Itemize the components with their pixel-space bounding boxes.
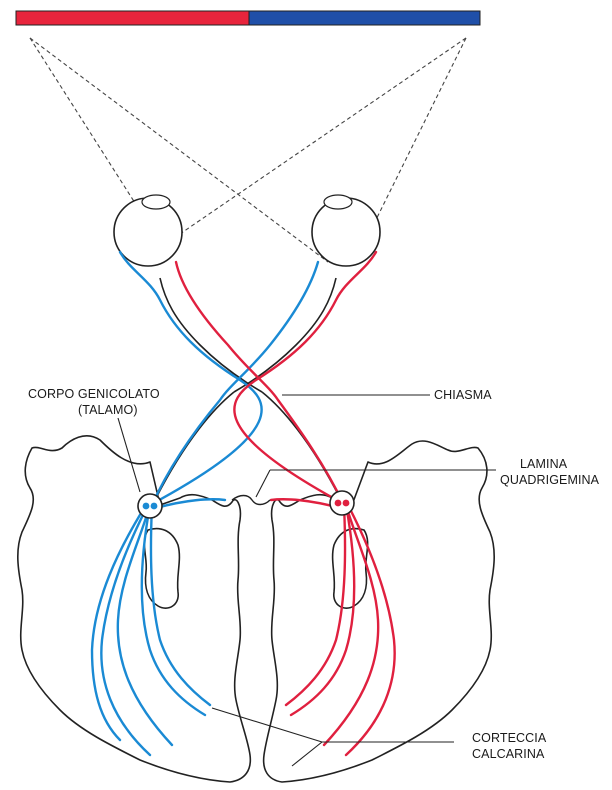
brain-hemispheres <box>18 436 494 782</box>
left-geniculate-nucleus <box>138 494 162 518</box>
lgn-label-line-1: CORPO GENICOLATO <box>28 387 160 401</box>
right-geniculate-nucleus <box>330 491 354 515</box>
lateral-geniculate-nucleus-icon <box>330 491 354 515</box>
calcarine-label-line-2: CALCARINA <box>472 747 545 761</box>
lens-icon <box>142 195 170 209</box>
lateral-geniculate-nucleus-icon <box>138 494 162 518</box>
lamina-label-line-2: QUADRIGEMINA <box>500 473 600 487</box>
right-ventricle <box>333 529 368 609</box>
lamina-label-line-1: LAMINA <box>520 457 568 471</box>
right-hemisphere <box>264 441 495 782</box>
lens-icon <box>324 195 352 209</box>
chiasma-label: CHIASMA <box>434 388 492 402</box>
optic-tracts <box>156 278 340 498</box>
left-ventricle <box>144 529 179 609</box>
visual-field-left-half <box>16 11 249 25</box>
sight-lines <box>30 38 466 262</box>
calcarine-label-line-1: CORTECCIA <box>472 731 547 745</box>
right-eye <box>312 195 380 266</box>
visual-field-right-half <box>249 11 480 25</box>
visual-field-bar <box>16 11 480 25</box>
left-hemisphere <box>18 436 251 782</box>
left-eye <box>114 195 182 266</box>
lgn-label-line-2: (TALAMO) <box>78 403 138 417</box>
